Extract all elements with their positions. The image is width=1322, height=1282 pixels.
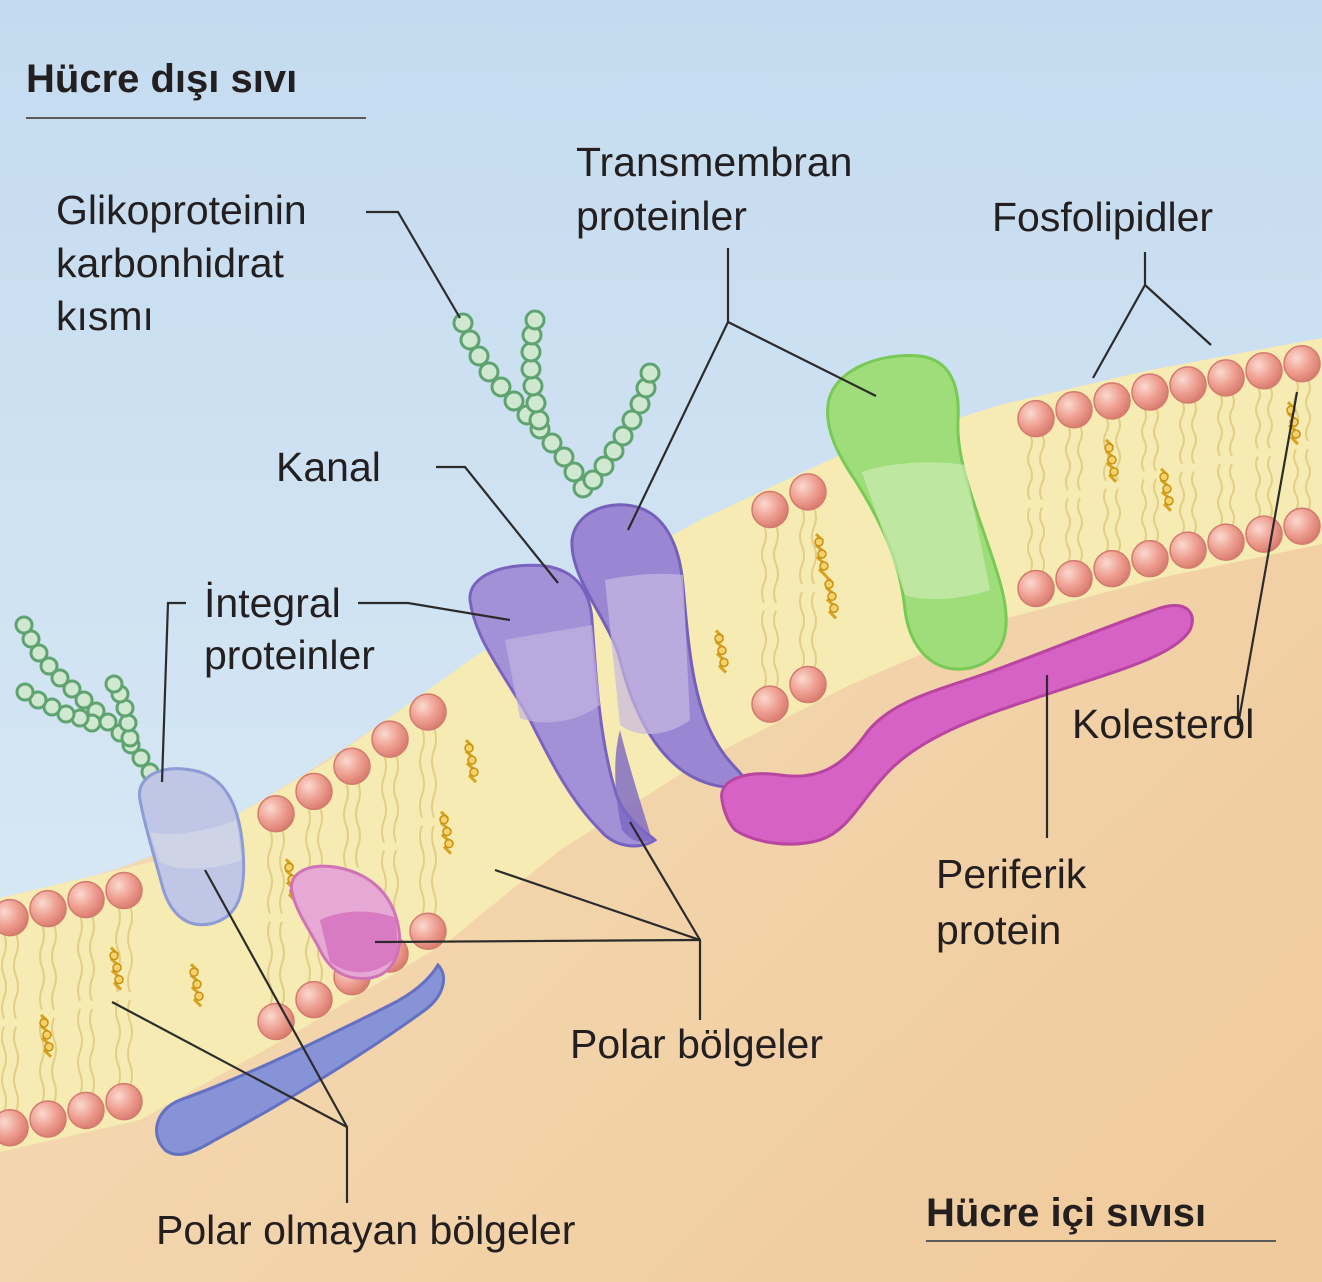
phospholipid-head (752, 686, 788, 722)
phospholipid-head (410, 694, 446, 730)
glycoprotein-label-line1: Glikoproteinin (56, 183, 307, 237)
phospholipid-head (1170, 367, 1206, 403)
peripheral-label-line2: protein (936, 903, 1061, 957)
transmembrane-label-line1: Transmembran (576, 135, 852, 189)
phospholipid-head (106, 873, 142, 909)
phospholipid-head (1018, 401, 1054, 437)
phospholipid-head (1208, 360, 1244, 396)
phospholipid-head (752, 492, 788, 528)
phospholipid-head (1284, 346, 1320, 382)
phospholipid-head (258, 796, 294, 832)
phospholipid-head (68, 882, 104, 918)
extracellular-underline (26, 117, 366, 119)
glycoprotein-label-line3: kısmı (56, 289, 154, 343)
phospholipid-head (1246, 516, 1282, 552)
channel-label: Kanal (276, 440, 381, 494)
phospholipid-head (1056, 561, 1092, 597)
integral-label-line2: proteinler (204, 628, 375, 682)
phospholipid-head (106, 1084, 142, 1120)
phospholipids-label: Fosfolipidler (992, 190, 1213, 244)
phospholipid-head (1094, 551, 1130, 587)
phospholipid-head (1094, 383, 1130, 419)
glycoprotein-label-line2: karbonhidrat (56, 236, 284, 290)
phospholipid-head (30, 1101, 66, 1137)
intracellular-fluid-label: Hücre içi sıvısı (926, 1186, 1206, 1240)
phospholipid-head (790, 474, 826, 510)
intracellular-underline (926, 1240, 1276, 1242)
extracellular-fluid-label: Hücre dışı sıvı (26, 52, 297, 106)
phospholipid-head (790, 667, 826, 703)
phospholipid-head (0, 900, 28, 936)
integral-label-line1: İntegral (204, 576, 341, 630)
phospholipid-head (1208, 524, 1244, 560)
phospholipid-head (0, 1110, 28, 1146)
transmembrane-label-line2: proteinler (576, 189, 747, 243)
phospholipid-head (296, 773, 332, 809)
phospholipid-head (1246, 353, 1282, 389)
phospholipid-head (1132, 374, 1168, 410)
phospholipid-head (1170, 532, 1206, 568)
phospholipid-head (68, 1092, 104, 1128)
phospholipid-head (410, 913, 446, 949)
phospholipid-head (1056, 392, 1092, 428)
phospholipid-head (296, 982, 332, 1018)
phospholipid-head (1132, 541, 1168, 577)
cholesterol-label: Kolesterol (1072, 697, 1254, 751)
phospholipid-head (30, 891, 66, 927)
nonpolar-regions-label: Polar olmayan bölgeler (156, 1203, 575, 1257)
phospholipid-head (372, 721, 408, 757)
polar-regions-label: Polar bölgeler (570, 1017, 823, 1071)
phospholipid-head (334, 748, 370, 784)
phospholipid-head (1018, 571, 1054, 607)
phospholipid-head (1284, 508, 1320, 544)
peripheral-label-line1: Periferik (936, 847, 1086, 901)
